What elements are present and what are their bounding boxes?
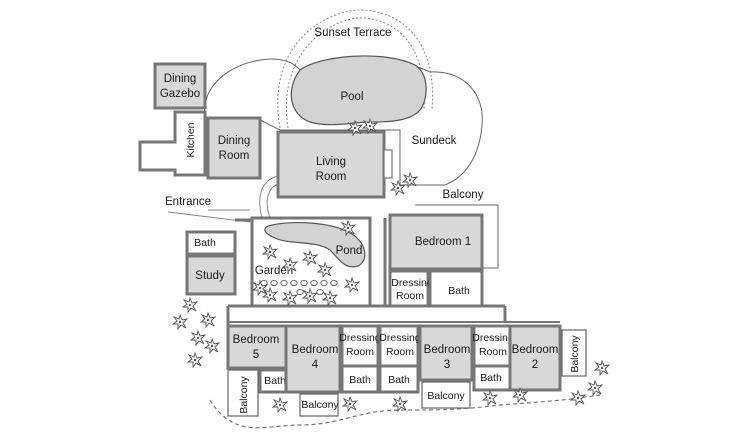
bath-a-label: Bath	[349, 374, 371, 386]
bedroom-4	[284, 324, 342, 394]
bedroom-2-label-1: Bedroom	[512, 344, 559, 356]
living-room	[276, 130, 386, 199]
balcony-5	[227, 369, 259, 417]
bath-west-label: Bath	[194, 237, 216, 249]
study-label: Study	[195, 270, 225, 282]
bedroom-4-label-2: 4	[312, 359, 319, 371]
dining-room-label-1: Dining	[218, 135, 251, 147]
dining-gazebo	[153, 62, 207, 110]
dressing-room-a-label-2: Room	[346, 346, 374, 358]
balcony-4	[299, 393, 339, 417]
dressing-room-1-label-1: Dressing	[391, 277, 433, 289]
dressing-room-c-label-2: Room	[479, 346, 507, 358]
bath-1	[428, 269, 484, 308]
bath-1-label: Bath	[448, 285, 470, 297]
bedroom-3-label-1: Bedroom	[424, 344, 471, 356]
dressing-room-b	[378, 324, 420, 368]
bedroom-4-label-1: Bedroom	[292, 344, 339, 356]
bedroom-2	[508, 324, 562, 392]
bedroom-1	[388, 213, 484, 271]
bedroom-3	[418, 324, 474, 382]
living-room-label-2: Room	[316, 171, 347, 183]
pond-label: Pond	[336, 245, 363, 257]
dressing-room-b-label-2: Room	[386, 346, 414, 358]
bath-west	[185, 230, 237, 256]
balcony-2	[561, 329, 587, 377]
dressing-room-1	[388, 269, 430, 308]
dressing-room-1-label-2: Room	[396, 290, 424, 302]
balcony-2-label: Balcony	[569, 335, 581, 373]
dining-room-label-2: Room	[219, 150, 250, 162]
kitchen-label: Kitchen	[185, 122, 197, 157]
dining-gazebo-label-1: Dining	[164, 73, 197, 85]
pool	[290, 55, 427, 126]
bath-c	[472, 364, 512, 392]
garden-label: Garden	[255, 265, 293, 277]
dining-gazebo-label-2: Gazebo	[160, 88, 200, 100]
balcony-3-label: Balcony	[427, 390, 465, 402]
kitchen	[138, 110, 207, 177]
bedroom-5-label-2: 5	[253, 349, 259, 361]
bedroom-5-label-1: Bedroom	[233, 334, 280, 346]
bath-5-label: Bath	[264, 375, 286, 387]
sunset-terrace: Sunset Terrace	[277, 9, 434, 129]
living-room-window	[383, 149, 393, 179]
garden-path	[209, 394, 601, 429]
balcony-3	[421, 381, 471, 409]
study	[185, 254, 237, 296]
bath-c-label: Bath	[480, 372, 502, 384]
bedroom-1-label: Bedroom 1	[415, 236, 471, 248]
balcony-top-label: Balcony	[443, 189, 484, 201]
bath-b-label: Bath	[388, 374, 410, 386]
bedroom-5	[226, 324, 288, 370]
living-room-label-1: Living	[316, 156, 346, 168]
dressing-room-c-label-1: Dressing	[472, 332, 514, 344]
balcony-top	[415, 204, 499, 269]
pool-label: Pool	[340, 91, 363, 103]
bedroom-3-label-2: 3	[444, 359, 450, 371]
entrance-label: Entrance	[165, 196, 211, 208]
balcony-5-label: Balcony	[238, 376, 250, 414]
walkway	[259, 175, 279, 219]
bath-a	[340, 364, 380, 394]
dining-room	[206, 116, 262, 180]
sundeck-label: Sundeck	[412, 135, 457, 147]
bedroom-2-label-2: 2	[532, 359, 538, 371]
bath-b	[378, 364, 420, 394]
pond	[264, 222, 366, 268]
dressing-room-b-label-1: Dressing	[379, 332, 421, 344]
sunset-terrace-label: Sunset Terrace	[314, 27, 391, 39]
dressing-room-a-label-1: Dressing	[339, 332, 381, 344]
balcony-4-label: Balcony	[301, 399, 339, 411]
